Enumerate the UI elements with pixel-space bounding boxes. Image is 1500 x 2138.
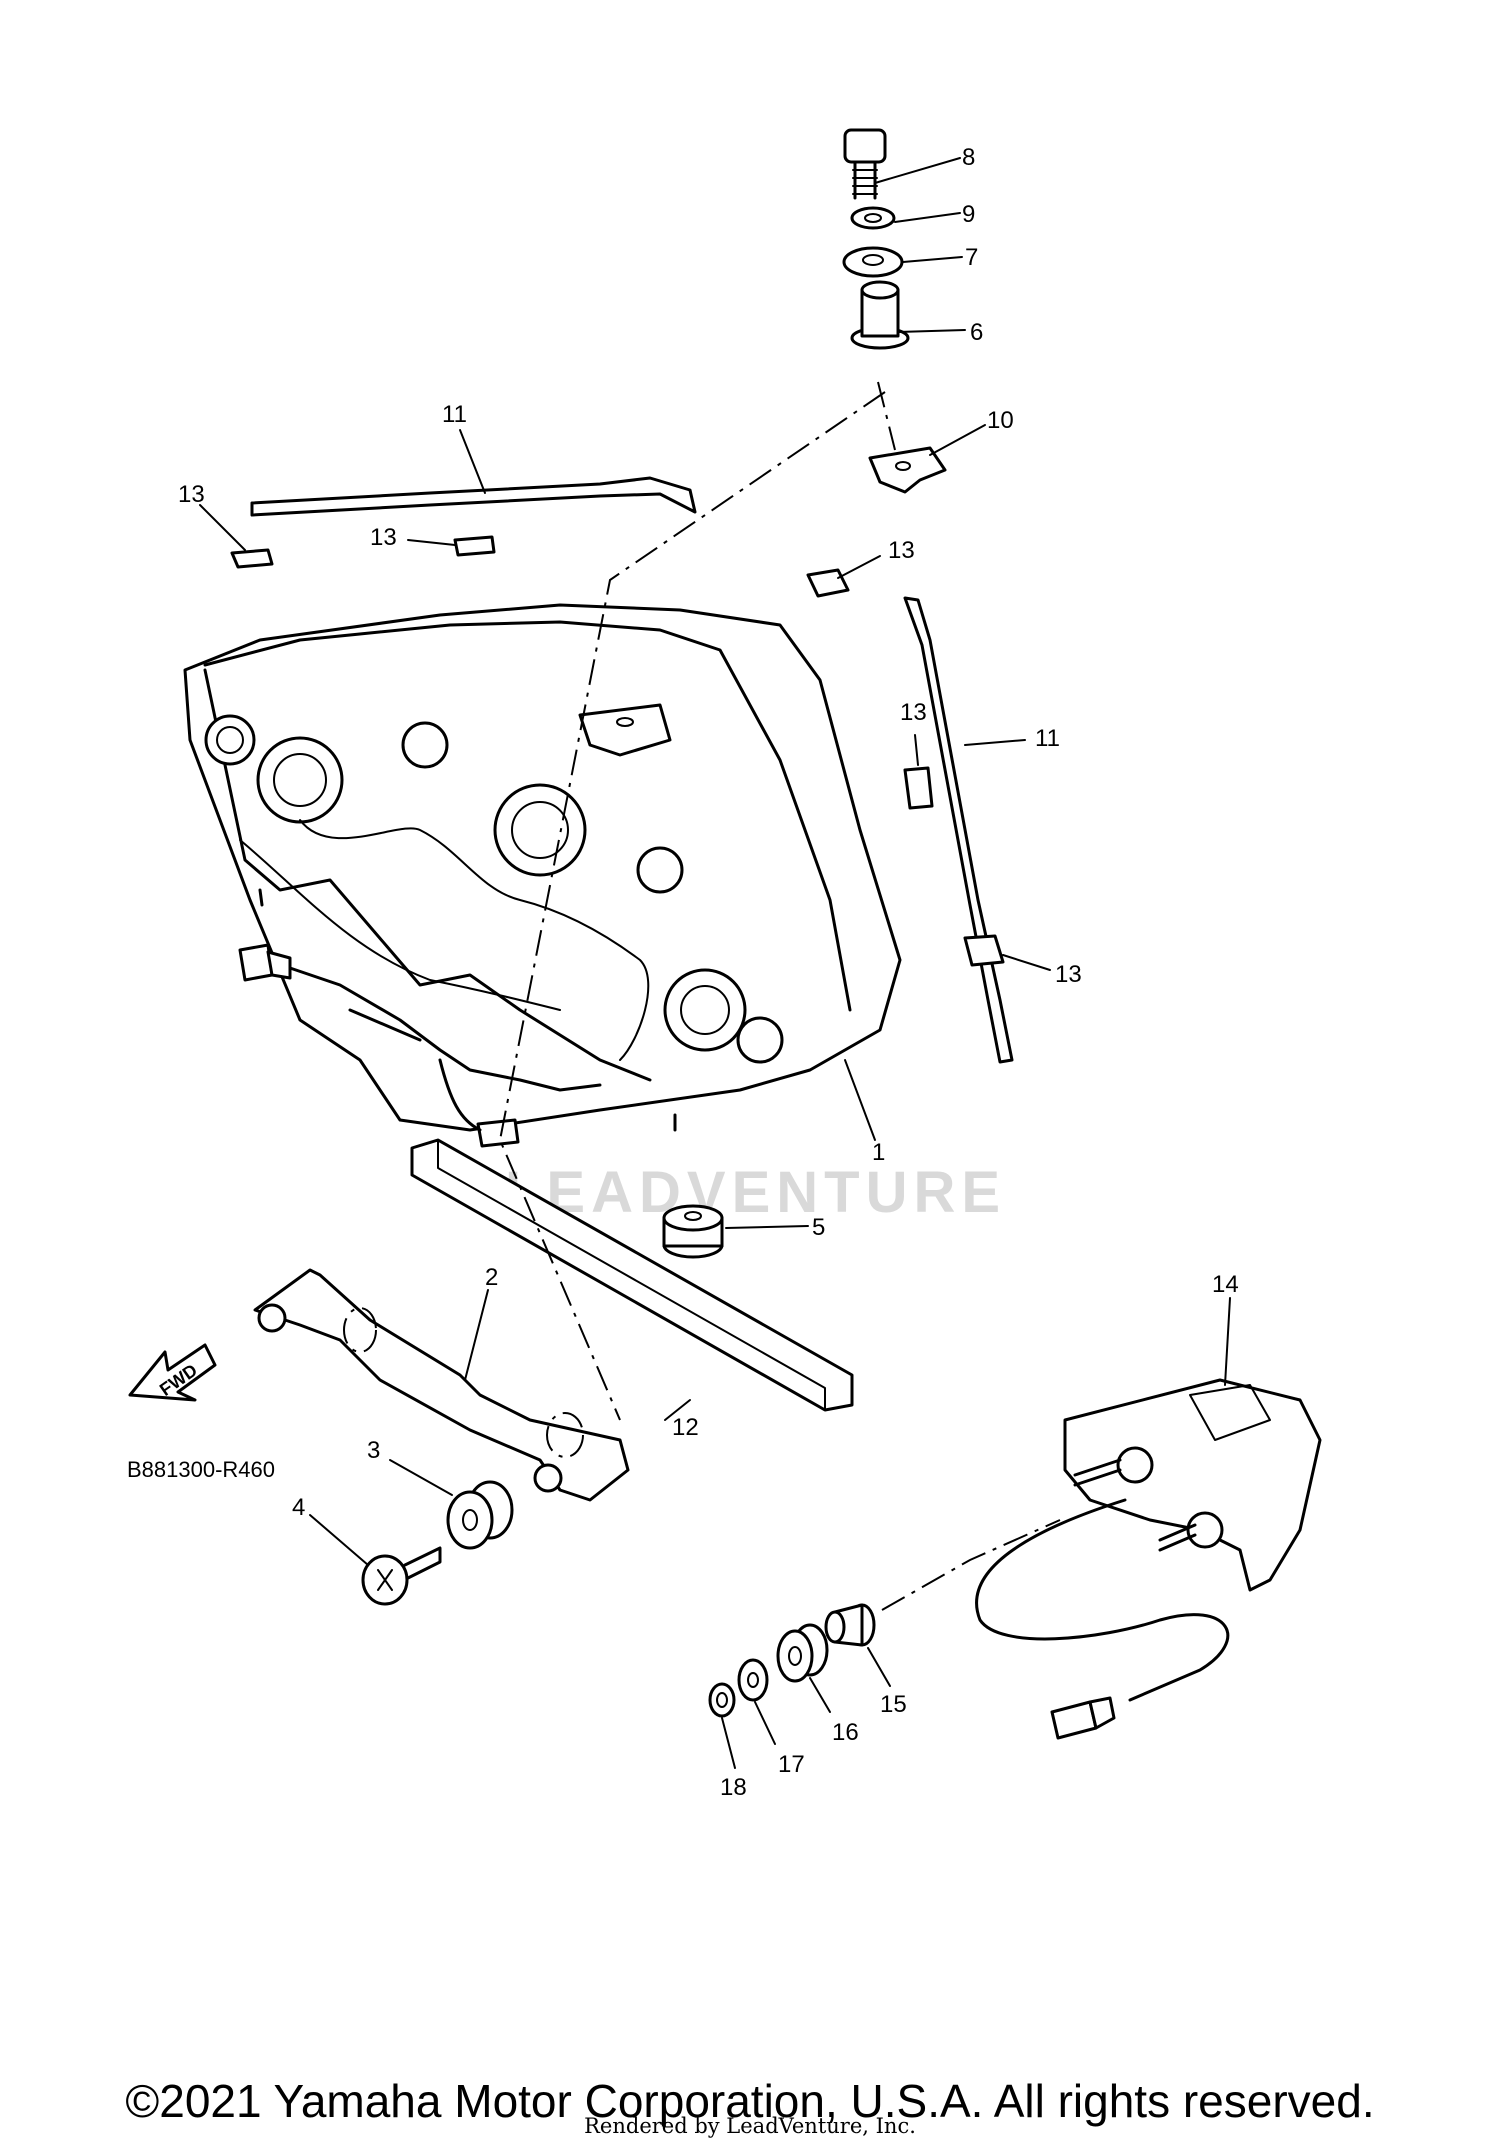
part-13-pad-b[interactable] (453, 535, 496, 557)
callout-14: 14 (1212, 1271, 1239, 1298)
center-line-upper (498, 391, 886, 1421)
fwd-arrow-icon: FWD (128, 1343, 217, 1402)
callout-18: 18 (720, 1774, 747, 1801)
svg-text:LEADVENTURE: LEADVENTURE (505, 1160, 1006, 1225)
callout-6: 6 (970, 319, 983, 346)
part-16-grommet[interactable] (776, 1623, 829, 1683)
callout-3: 3 (367, 1437, 380, 1464)
part-4-bolt[interactable] (361, 1546, 442, 1606)
part-5-grommet[interactable] (662, 1204, 724, 1259)
callout-4: 4 (292, 1494, 305, 1521)
part-13-pad-c[interactable] (806, 568, 850, 598)
callout-labels: 8 9 7 6 10 11 13 13 13 13 11 13 1 5 2 12… (178, 144, 1239, 1801)
callout-11-right: 11 (1035, 725, 1060, 752)
callout-16: 16 (832, 1719, 859, 1746)
diagram-code: B881300-R460 (127, 1457, 276, 1482)
leader-lines (199, 157, 1231, 1769)
callout-13-e: 13 (1055, 961, 1082, 988)
callout-15: 15 (880, 1691, 907, 1718)
part-10-nut[interactable] (868, 446, 947, 494)
callout-5: 5 (812, 1214, 825, 1241)
callout-13-b: 13 (370, 524, 397, 551)
watermark: LEADVENTURE (505, 1160, 1006, 1225)
center-line-lower (881, 1519, 1061, 1611)
callout-9: 9 (962, 201, 975, 228)
center-line-right (877, 381, 896, 451)
part-13-pad-e[interactable] (963, 934, 1005, 967)
part-18-nut[interactable] (708, 1682, 736, 1718)
part-1-taillight-housing[interactable] (183, 603, 902, 1132)
copyright-notice: ©2021 Yamaha Motor Corporation, U.S.A. A… (125, 2075, 1375, 2127)
wiring-harness[interactable] (238, 943, 602, 1148)
part-3-grommet[interactable] (446, 1480, 514, 1550)
part-7-washer[interactable] (842, 246, 904, 278)
part-2-bracket[interactable] (253, 1268, 630, 1502)
callout-17: 17 (778, 1751, 805, 1778)
rendered-by-notice: Rendered by LeadVenture, Inc. (584, 2114, 916, 2138)
callout-7: 7 (965, 244, 978, 271)
part-15-collar[interactable] (824, 1603, 876, 1647)
part-12-seal-bar[interactable] (410, 1138, 854, 1412)
callout-13-d: 13 (900, 699, 927, 726)
callout-2: 2 (485, 1264, 498, 1291)
part-17-washer[interactable] (737, 1658, 769, 1702)
part-13-pad-d[interactable] (903, 766, 934, 810)
part-8-bolt[interactable] (843, 128, 887, 200)
callout-13-c: 13 (888, 537, 915, 564)
callout-12: 12 (672, 1414, 699, 1441)
callout-13-a: 13 (178, 481, 205, 508)
part-9-washer[interactable] (850, 206, 896, 230)
callout-8: 8 (962, 144, 975, 171)
part-11-seal-upper[interactable] (250, 476, 697, 517)
callout-10: 10 (987, 407, 1014, 434)
callout-1: 1 (872, 1139, 885, 1166)
part-11-seal-right[interactable] (903, 596, 1014, 1064)
callout-11-upper: 11 (442, 401, 467, 428)
part-13-pad-a[interactable] (230, 548, 274, 569)
part-6-collar[interactable] (850, 280, 910, 350)
part-14-license-light[interactable] (975, 1378, 1322, 1740)
